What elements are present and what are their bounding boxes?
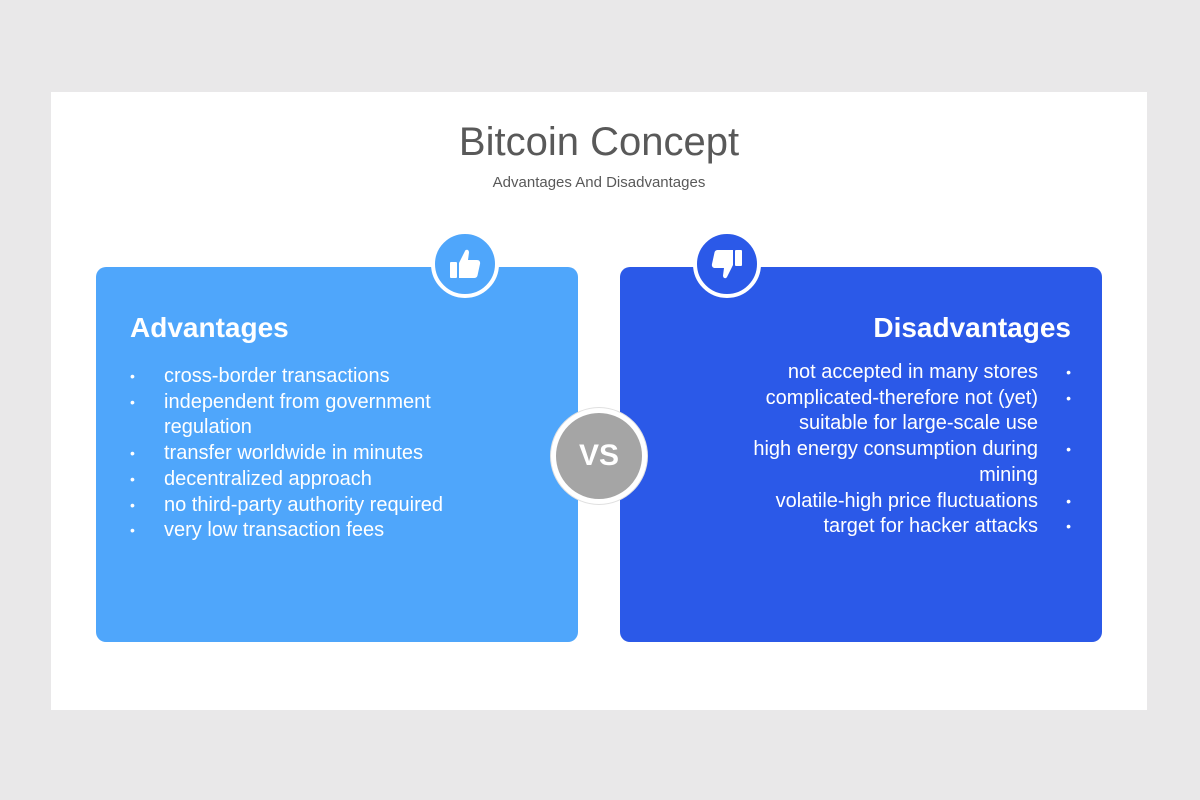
list-item-text: independent from government regulation	[164, 390, 431, 439]
bullet: •	[130, 470, 135, 487]
slide: Bitcoin Concept Advantages And Disadvant…	[51, 92, 1147, 710]
bullet: •	[1066, 389, 1071, 406]
list-item-text: very low transaction fees	[164, 519, 385, 542]
vs-badge: VS	[551, 408, 647, 504]
list-item: not accepted in many stores •	[731, 360, 1071, 386]
bullet: •	[130, 445, 135, 462]
list-item: • transfer worldwide in minutes	[130, 441, 460, 467]
bullet: •	[1066, 364, 1071, 380]
list-item-text: decentralized approach	[164, 467, 372, 490]
bullet: •	[1066, 518, 1071, 535]
thumbs-up-icon	[431, 230, 499, 298]
list-item-text: no third-party authority required	[164, 493, 444, 516]
list-item-text: transfer worldwide in minutes	[164, 442, 423, 465]
list-item-text: target for hacker attacks	[823, 515, 1038, 538]
advantages-card: Advantages • cross-border transactions • i…	[96, 267, 578, 642]
list-item: • no third-party authority required	[130, 493, 460, 519]
advantages-heading: Advantages	[130, 312, 289, 343]
disadvantages-heading: Disadvantages	[873, 312, 1071, 343]
list-item: • independent from government regulation	[130, 390, 460, 441]
page-title: Bitcoin Concept	[458, 120, 740, 164]
advantages-list: • cross-border transactions • independent …	[130, 364, 460, 544]
disadvantages-list: not accepted in many stores • complicated…	[731, 360, 1071, 540]
bullet: •	[130, 393, 135, 410]
list-item-text: high energy consumption during mining	[753, 438, 1038, 486]
list-item-text: cross-border transactions	[164, 365, 390, 387]
thumbs-down-icon	[693, 230, 761, 298]
list-item: • very low transaction fees	[130, 518, 460, 544]
bullet: •	[1066, 492, 1071, 509]
vs-label: VS	[578, 439, 620, 472]
list-item-text: complicated-therefore not (yet) suitable…	[765, 386, 1038, 435]
list-item: • cross-border transactions	[130, 364, 460, 390]
list-item: • decentralized approach	[130, 467, 460, 493]
list-item: target for hacker attacks •	[731, 514, 1071, 540]
disadvantages-card: Disadvantages not accepted in many store…	[620, 267, 1102, 642]
list-item-text: volatile-high price fluctuations	[775, 489, 1038, 512]
bullet: •	[130, 522, 135, 539]
list-item: complicated-therefore not (yet) suitable…	[731, 386, 1071, 437]
page-subtitle: Advantages And Disadvantages	[492, 174, 706, 191]
list-item: high energy consumption during mining •	[731, 437, 1071, 488]
bullet: •	[130, 496, 135, 513]
list-item-text: not accepted in many stores	[787, 361, 1038, 383]
bullet: •	[130, 368, 135, 384]
bullet: •	[1066, 441, 1071, 458]
list-item: volatile-high price fluctuations •	[731, 489, 1071, 515]
